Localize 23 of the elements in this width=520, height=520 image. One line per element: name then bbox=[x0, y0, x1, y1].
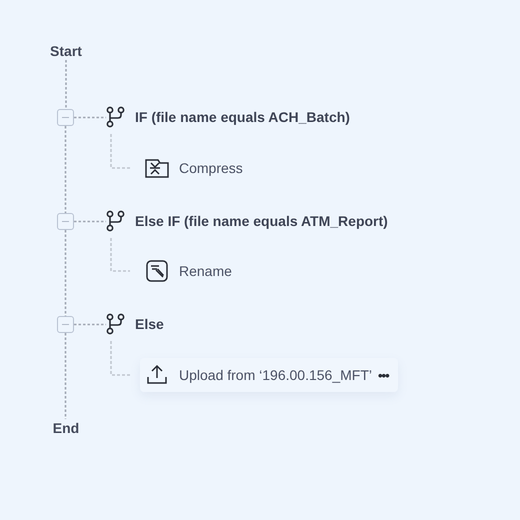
connector-line bbox=[64, 333, 66, 419]
connector-line bbox=[64, 126, 66, 213]
connector-line bbox=[64, 230, 66, 316]
connector-line bbox=[110, 134, 130, 169]
connector-line bbox=[74, 116, 106, 118]
action-label: Rename bbox=[179, 263, 232, 279]
condition-label: Else bbox=[135, 316, 164, 332]
collapse-toggle bbox=[57, 109, 74, 126]
condition-label: IF (file name equals ACH_Batch) bbox=[135, 109, 350, 125]
action-label: Compress bbox=[179, 160, 243, 176]
connector-line bbox=[74, 220, 106, 222]
connector-line bbox=[110, 238, 130, 272]
more-menu: ••• bbox=[378, 368, 389, 382]
collapse-toggle bbox=[57, 213, 74, 230]
collapse-toggle bbox=[57, 316, 74, 333]
connector-line bbox=[74, 324, 106, 326]
terminal-label: Start bbox=[50, 43, 82, 59]
terminal-label: End bbox=[52, 420, 80, 436]
connector-line bbox=[110, 341, 130, 376]
action-card bbox=[140, 358, 398, 392]
condition-label: Else IF (file name equals ATM_Report) bbox=[135, 213, 388, 229]
action-label: Upload from ‘196.00.156_MFT’ bbox=[179, 367, 372, 383]
connector-line bbox=[65, 60, 67, 109]
